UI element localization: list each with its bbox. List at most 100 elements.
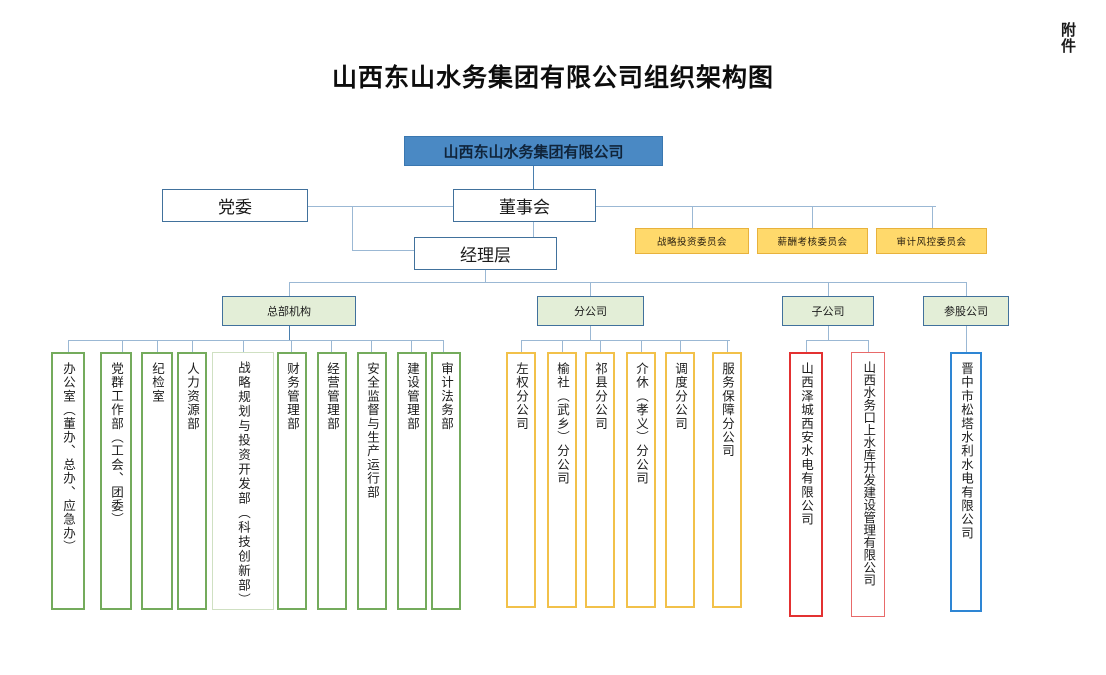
node-subsidiary-label: 山西水务口上水库开发建设管理有限公司 <box>861 361 876 586</box>
node-management[interactable]: 经理层 <box>414 237 557 270</box>
node-branch-jiexiu-xiaoyi[interactable]: 介休（孝义）分公司 <box>626 352 656 608</box>
connector-hq-leaf-1 <box>68 340 69 352</box>
connector-branch-leaf-1 <box>521 340 522 352</box>
connector-category-bus <box>289 282 966 283</box>
connector-aff-down <box>966 326 967 352</box>
node-category-label: 总部机构 <box>267 306 311 318</box>
connector-hq-leaf-4 <box>192 340 193 352</box>
node-branch-zuoquan[interactable]: 左权分公司 <box>506 352 536 608</box>
connector-committee-2-drop <box>812 206 813 228</box>
node-dept-label: 建设管理部 <box>405 362 419 431</box>
connector-branch-leaf-2 <box>562 340 563 352</box>
connector-board-down <box>533 220 534 248</box>
node-committee-label: 战略投资委员会 <box>656 238 727 248</box>
connector-party-manager <box>352 250 414 251</box>
node-category-affiliates[interactable]: 参股公司 <box>923 296 1009 326</box>
node-management-label: 经理层 <box>460 246 511 265</box>
connector-hq-leaf-3 <box>157 340 158 352</box>
node-root-label: 山西东山水务集团有限公司 <box>443 143 624 161</box>
connector-hq-leaf-10 <box>443 340 444 352</box>
connector-committee-3-drop <box>932 206 933 228</box>
connector-manager-down <box>485 270 486 282</box>
connector-hq-down <box>289 326 290 340</box>
node-dept-label: 战略规划与投资开发部（科技创新部） <box>236 361 250 608</box>
node-branch-service-support[interactable]: 服务保障分公司 <box>712 352 742 608</box>
node-dept-audit-legal[interactable]: 审计法务部 <box>431 352 461 610</box>
node-category-label: 子公司 <box>811 306 845 318</box>
connector-committee-1-drop <box>692 206 693 228</box>
connector-hq-leaf-5 <box>243 340 244 352</box>
node-category-branches[interactable]: 分公司 <box>537 296 644 326</box>
node-dept-label: 审计法务部 <box>439 362 453 431</box>
node-dept-label: 财务管理部 <box>285 362 299 431</box>
connector-branch-down <box>590 326 591 340</box>
node-branch-label: 榆社（武乡）分公司 <box>555 362 569 486</box>
node-dept-office[interactable]: 办公室（董办、总办、应急办） <box>51 352 85 610</box>
node-party-committee[interactable]: 党委 <box>162 189 308 222</box>
node-branch-dispatch[interactable]: 调度分公司 <box>665 352 695 608</box>
node-dept-construction[interactable]: 建设管理部 <box>397 352 427 610</box>
node-dept-party-work[interactable]: 党群工作部（工会、团委） <box>100 352 132 610</box>
node-dept-label: 人力资源部 <box>185 362 199 431</box>
node-committee-compensation-appraisal[interactable]: 薪酬考核委员会 <box>757 228 868 254</box>
connector-cat-branch <box>590 282 591 297</box>
node-subsidiary-koushang-reservoir[interactable]: 山西水务口上水库开发建设管理有限公司 <box>851 352 885 617</box>
connector-hq-bus <box>68 340 443 341</box>
node-committee-label: 审计风控委员会 <box>896 238 967 248</box>
node-board-label: 董事会 <box>499 198 550 217</box>
node-dept-finance[interactable]: 财务管理部 <box>277 352 307 610</box>
connector-root-board <box>533 166 534 190</box>
node-branch-qixian[interactable]: 祁县分公司 <box>585 352 615 608</box>
node-dept-safety-production[interactable]: 安全监督与生产运行部 <box>357 352 387 610</box>
connector-cat-aff <box>966 282 967 297</box>
node-dept-discipline[interactable]: 纪检室 <box>141 352 173 610</box>
connector-branch-leaf-6 <box>727 340 728 352</box>
connector-board-committees <box>596 206 936 207</box>
node-branch-yushe-wuxiang[interactable]: 榆社（武乡）分公司 <box>547 352 577 608</box>
connector-hq-leaf-6 <box>291 340 292 352</box>
node-branch-label: 介休（孝义）分公司 <box>634 362 648 486</box>
connector-party-drop <box>352 206 353 250</box>
node-committee-label: 薪酬考核委员会 <box>777 238 848 248</box>
node-category-headquarters[interactable]: 总部机构 <box>222 296 356 326</box>
connector-branch-leaf-5 <box>680 340 681 352</box>
node-branch-label: 祁县分公司 <box>593 362 607 431</box>
connector-sub-bus <box>806 340 868 341</box>
node-category-label: 参股公司 <box>944 306 988 318</box>
node-dept-label: 经营管理部 <box>325 362 339 431</box>
node-dept-strategy-planning[interactable]: 战略规划与投资开发部（科技创新部） <box>212 352 274 610</box>
node-dept-label: 办公室（董办、总办、应急办） <box>61 362 75 554</box>
connector-hq-leaf-2 <box>122 340 123 352</box>
page-title: 山西东山水务集团有限公司组织架构图 <box>331 65 774 92</box>
node-category-label: 分公司 <box>574 306 607 318</box>
node-affiliate-label: 晋中市松塔水利水电有限公司 <box>959 362 973 541</box>
connector-hq-leaf-9 <box>411 340 412 352</box>
node-committee-audit-risk[interactable]: 审计风控委员会 <box>876 228 987 254</box>
node-subsidiary-label: 山西泽城西安水电有限公司 <box>799 362 813 527</box>
node-dept-label: 安全监督与生产运行部 <box>365 362 379 499</box>
node-dept-human-resources[interactable]: 人力资源部 <box>177 352 207 610</box>
connector-cat-sub <box>828 282 829 297</box>
connector-sub-down <box>828 326 829 340</box>
node-dept-operations-management[interactable]: 经营管理部 <box>317 352 347 610</box>
node-affiliate-songta[interactable]: 晋中市松塔水利水电有限公司 <box>950 352 982 612</box>
connector-sub-leaf-1 <box>806 340 807 352</box>
node-board[interactable]: 董事会 <box>453 189 596 222</box>
node-root[interactable]: 山西东山水务集团有限公司 <box>404 136 663 166</box>
attachment-label: 附件 <box>1059 22 1075 54</box>
connector-branch-leaf-3 <box>600 340 601 352</box>
node-party-committee-label: 党委 <box>218 198 252 217</box>
node-branch-label: 服务保障分公司 <box>720 362 734 458</box>
connector-sub-leaf-2 <box>868 340 869 352</box>
node-subsidiary-zechengxian[interactable]: 山西泽城西安水电有限公司 <box>789 352 823 617</box>
node-dept-label: 党群工作部（工会、团委） <box>109 362 123 527</box>
node-category-subsidiaries[interactable]: 子公司 <box>782 296 874 326</box>
node-committee-strategy-investment[interactable]: 战略投资委员会 <box>635 228 749 254</box>
connector-branch-bus <box>521 340 730 341</box>
connector-hq-leaf-7 <box>331 340 332 352</box>
connector-party-board <box>308 206 453 207</box>
connector-hq-leaf-8 <box>371 340 372 352</box>
connector-cat-hq <box>289 282 290 297</box>
connector-branch-leaf-4 <box>641 340 642 352</box>
